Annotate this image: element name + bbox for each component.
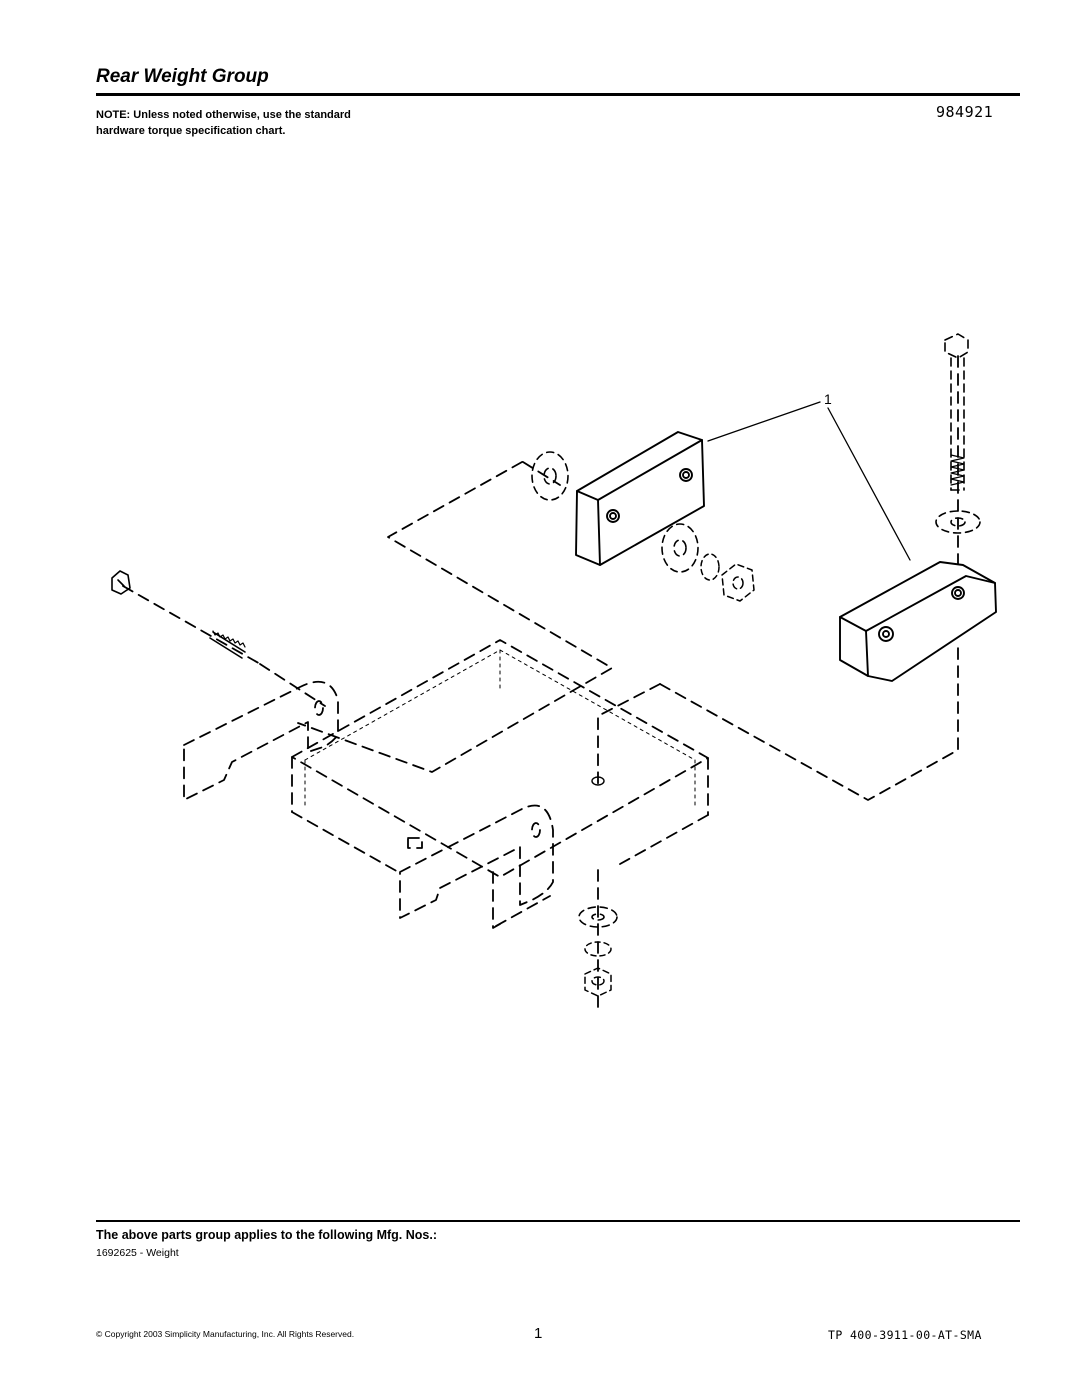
applies-heading: The above parts group applies to the fol… [96, 1228, 437, 1242]
long-bolt-right [944, 333, 969, 491]
copyright-notice: © Copyright 2003 Simplicity Manufacturin… [96, 1329, 355, 1339]
tray-inner-edges [304, 649, 696, 809]
left-bracket [183, 680, 339, 801]
document-code: TP 400-3911-00-AT-SMA [828, 1328, 982, 1342]
assembly-guide-lines [122, 355, 959, 1011]
lock-washer-upper [700, 553, 720, 581]
page-title: Rear Weight Group [96, 66, 269, 87]
weight-block-upper [575, 431, 705, 566]
title-divider [96, 93, 1020, 96]
callout-leaders [707, 401, 911, 561]
washer-right [935, 510, 981, 534]
bolt-thread-right [950, 454, 965, 486]
washer-upper-right [661, 523, 699, 573]
mounting-tray [291, 639, 709, 927]
torque-note: NOTE: Unless noted otherwise, use the st… [96, 109, 351, 137]
nut-bottom [584, 967, 612, 997]
washer-upper-left [531, 451, 569, 501]
right-bracket [399, 804, 554, 929]
long-bolt-left [111, 570, 246, 659]
tray-fastener [591, 776, 605, 786]
item-callout: 1 [824, 391, 832, 407]
applies-divider [96, 1220, 1020, 1222]
diagram-number: 984921 [936, 103, 994, 121]
lock-washer-bottom [584, 941, 612, 957]
nut-upper [721, 563, 755, 602]
page-number: 1 [534, 1325, 543, 1342]
weight-block-lower [839, 561, 997, 682]
washer-bottom [578, 906, 618, 928]
mfg-number: 1692625 - Weight [96, 1247, 179, 1259]
